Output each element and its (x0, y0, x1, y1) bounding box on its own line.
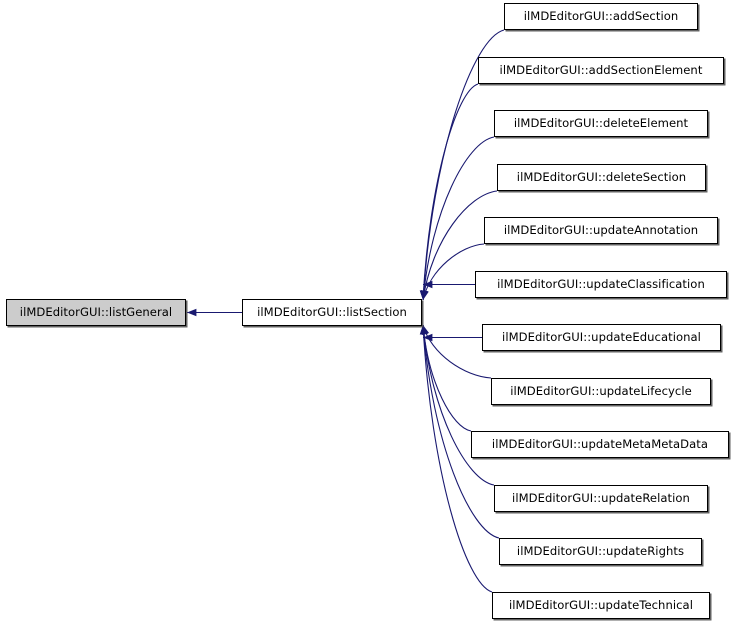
node-label: ilMDEditorGUI::updateLifecycle (510, 383, 692, 398)
node-label: ilMDEditorGUI::updateAnnotation (503, 222, 699, 237)
node-label: ilMDEditorGUI::listGeneral (19, 304, 173, 319)
node-updateRelation[interactable]: ilMDEditorGUI::updateRelation (494, 485, 708, 512)
node-addSection[interactable]: ilMDEditorGUI::addSection (504, 3, 698, 30)
node-label: ilMDEditorGUI::updateMetaMetaData (491, 436, 709, 451)
edge-updateMetaMetaData-to-listSection (420, 324, 472, 432)
node-label: ilMDEditorGUI::updateTechnical (509, 597, 693, 612)
node-updateAnnotation[interactable]: ilMDEditorGUI::updateAnnotation (484, 217, 718, 244)
node-label: ilMDEditorGUI::deleteSection (516, 169, 687, 184)
node-label: ilMDEditorGUI::updateClassification (497, 276, 705, 291)
node-updateMetaMetaData[interactable]: ilMDEditorGUI::updateMetaMetaData (471, 431, 729, 458)
node-updateRights[interactable]: ilMDEditorGUI::updateRights (499, 538, 702, 565)
node-label: ilMDEditorGUI::updateEducational (502, 329, 701, 344)
edge-addSectionElement-to-listSection (419, 83, 479, 301)
node-label: ilMDEditorGUI::updateRelation (512, 490, 690, 505)
node-listGeneral[interactable]: ilMDEditorGUI::listGeneral (6, 299, 186, 326)
node-label: ilMDEditorGUI::updateRights (516, 543, 685, 558)
node-label: ilMDEditorGUI::deleteElement (513, 115, 689, 130)
node-updateTechnical[interactable]: ilMDEditorGUI::updateTechnical (492, 592, 710, 619)
node-deleteElement[interactable]: ilMDEditorGUI::deleteElement (494, 110, 708, 137)
node-updateClassification[interactable]: ilMDEditorGUI::updateClassification (475, 271, 727, 298)
node-label: ilMDEditorGUI::addSectionElement (499, 62, 703, 77)
node-updateEducational[interactable]: ilMDEditorGUI::updateEducational (482, 324, 721, 351)
node-updateLifecycle[interactable]: ilMDEditorGUI::updateLifecycle (491, 378, 711, 405)
edge-updateLifecycle-to-listSection (421, 324, 492, 379)
node-addSectionElement[interactable]: ilMDEditorGUI::addSectionElement (478, 57, 724, 84)
node-label: ilMDEditorGUI::addSection (523, 8, 679, 23)
edge-updateTechnical-to-listSection (419, 324, 493, 593)
node-deleteSection[interactable]: ilMDEditorGUI::deleteSection (497, 164, 706, 191)
node-listSection[interactable]: ilMDEditorGUI::listSection (242, 299, 422, 326)
node-label: ilMDEditorGUI::listSection (257, 304, 407, 319)
